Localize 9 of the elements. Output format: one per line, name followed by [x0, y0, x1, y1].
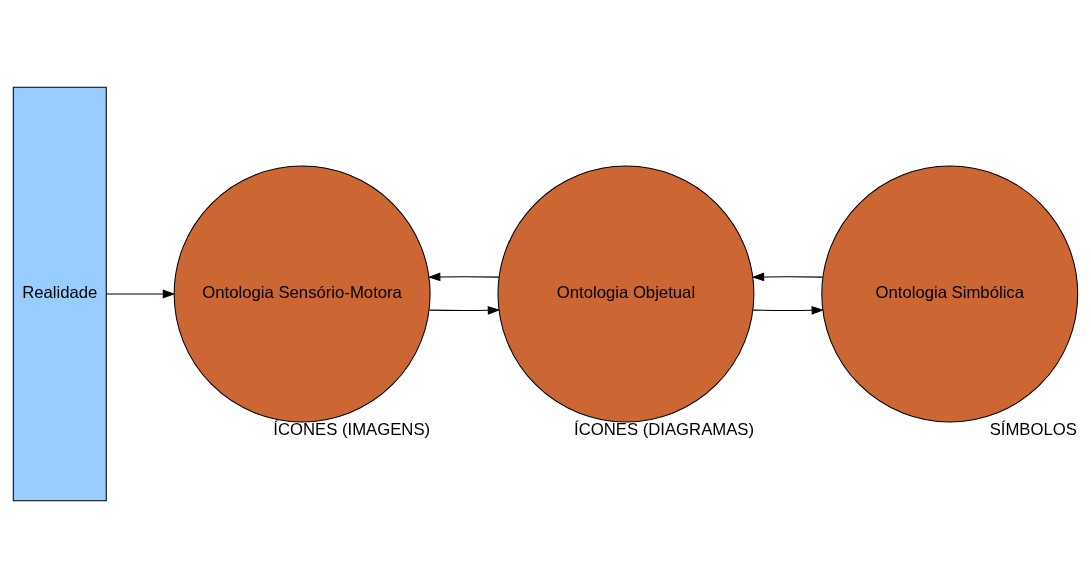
- node-label: ÍCONES (IMAGENS): [273, 420, 431, 440]
- node-box: Realidade: [12, 86, 107, 502]
- arrow: [105, 289, 176, 299]
- node-label: SÍMBOLOS: [989, 420, 1077, 440]
- arrow: [428, 305, 501, 315]
- arrow: [752, 305, 825, 315]
- arrow: [751, 272, 824, 282]
- node-label: ÍCONES (DIAGRAMAS): [574, 420, 755, 440]
- arrow: [427, 272, 500, 282]
